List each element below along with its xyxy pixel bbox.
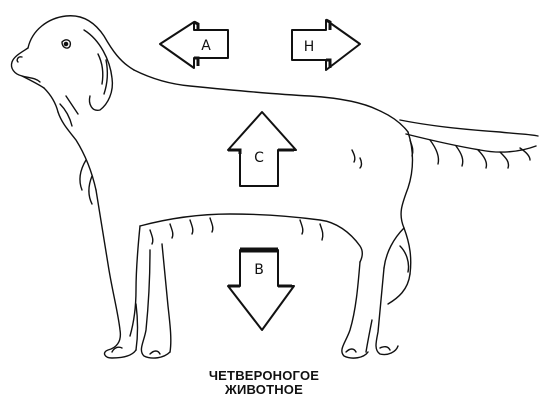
arrow-a-label: A: [201, 38, 211, 54]
arrow-h-label: H: [304, 39, 315, 55]
arrow-a: A: [159, 20, 229, 69]
arrow-b-label: B: [254, 262, 264, 278]
arrow-c: C: [227, 111, 297, 187]
arrow-b: B: [227, 247, 295, 331]
arrow-h: H: [291, 18, 361, 71]
caption-line-2: ЖИВОТНОЕ: [225, 382, 303, 397]
caption-line-1: ЧЕТВЕРОНОГОЕ: [208, 368, 320, 383]
arrow-c-label: C: [254, 150, 264, 166]
dog-illustration: [10, 15, 539, 359]
